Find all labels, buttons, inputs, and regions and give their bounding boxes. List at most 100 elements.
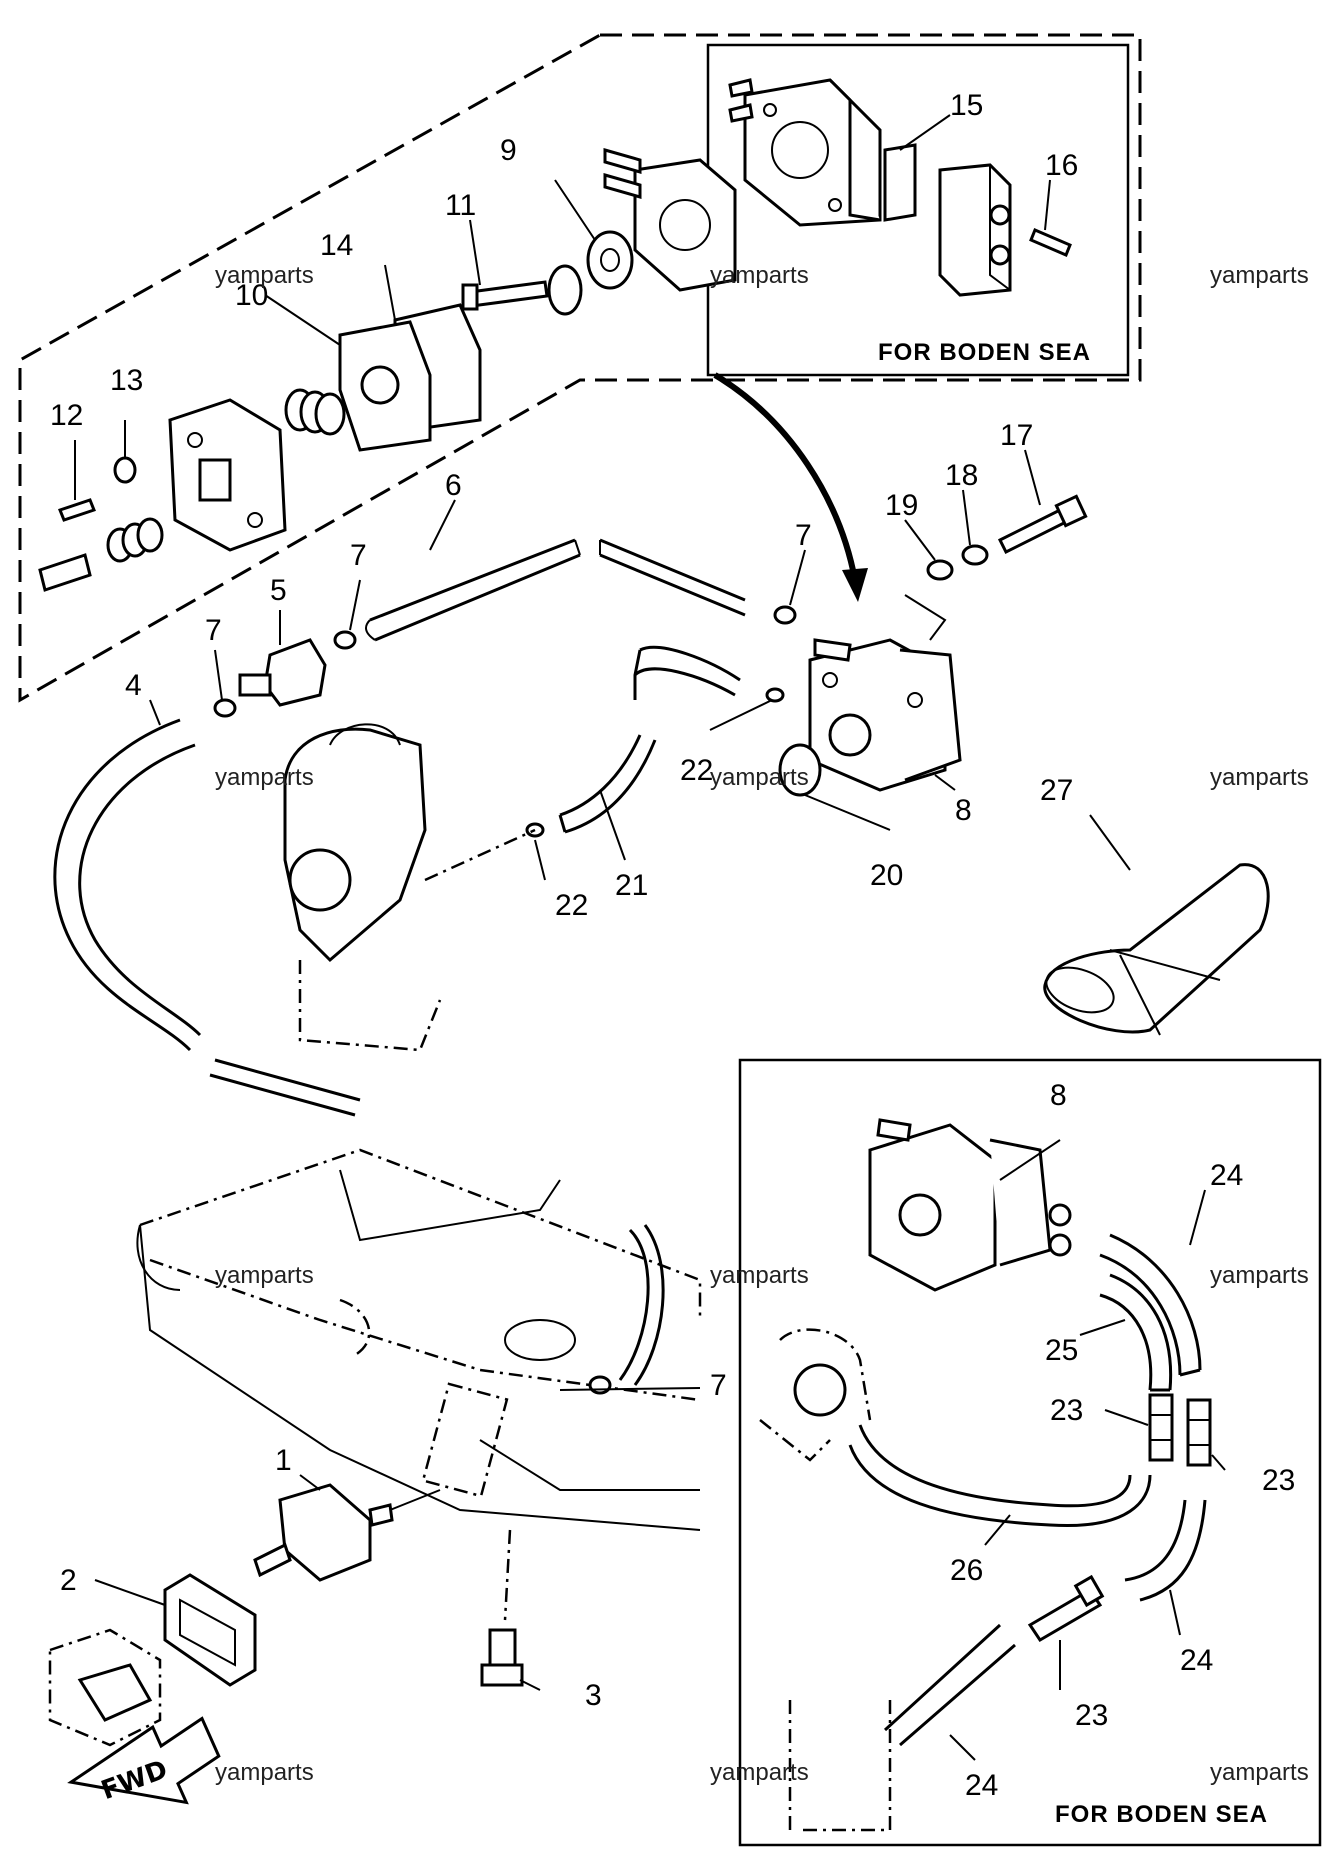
part-4-fuel-hose-lower (209, 1058, 361, 1117)
part-5-fuel-strainer (238, 638, 327, 707)
part-11-valve-screw (461, 264, 583, 316)
part-24-hose-lower (883, 1623, 1016, 1747)
callout-2: 2 (60, 1564, 77, 1597)
part-2-gasket (163, 1573, 257, 1687)
callout-12: 12 (50, 399, 83, 432)
callout-23c: 23 (1075, 1699, 1108, 1732)
part-23-connector-c (1027, 1574, 1105, 1643)
watermark-text: yamparts (215, 262, 314, 289)
part-17-bolt (997, 507, 1069, 555)
callout-15: 15 (950, 89, 983, 122)
callout-21: 21 (615, 869, 648, 902)
watermarks: yamparts yamparts yamparts yamparts yamp… (215, 262, 1309, 1786)
part-12-screw (58, 498, 96, 522)
exploded-group-outline (18, 33, 1142, 703)
pump-inlet-hose (633, 645, 741, 700)
boden-sea-arrow (713, 372, 858, 581)
part-4-fuel-hose (53, 718, 202, 1052)
fwd-arrow: FWD (67, 1716, 221, 1806)
part-7-clip-a (213, 698, 237, 718)
watermark-text: yamparts (1210, 764, 1309, 791)
callout-8b: 8 (1050, 1079, 1067, 1112)
part-19-washer (926, 559, 954, 581)
callout-numbers: 1 2 3 4 5 6 7 7 7 7 8 8 9 10 11 12 13 14… (50, 89, 1295, 1802)
callout-24c: 24 (965, 1769, 998, 1802)
part-26-hose (848, 1424, 1152, 1528)
callout-22b: 22 (680, 754, 713, 787)
part-8-fuel-pump-boden (868, 1118, 1072, 1292)
watermark-text: yamparts (710, 1759, 809, 1786)
callout-25: 25 (1045, 1334, 1078, 1367)
part-1-fuel-joint (253, 1483, 394, 1582)
callout-23b: 23 (1262, 1464, 1295, 1497)
part-15-gasket (883, 143, 917, 222)
callout-19: 19 (885, 489, 918, 522)
watermark-text: yamparts (1210, 1759, 1309, 1786)
boden-sea-label-bottom: FOR BODEN SEA (1055, 1801, 1268, 1828)
callout-13: 13 (110, 364, 143, 397)
part-9-valve-disc (586, 230, 634, 290)
callout-5: 5 (270, 574, 287, 607)
part-3-drain-screw (480, 1628, 524, 1687)
callout-24a: 24 (1210, 1159, 1243, 1192)
callout-23a: 23 (1050, 1394, 1083, 1427)
boden-sea-pump-cover (728, 78, 882, 227)
part-6-fuel-hose (369, 538, 746, 642)
fuel-connector (48, 1628, 162, 1747)
callout-10: 10 (235, 279, 268, 312)
callout-9: 9 (500, 134, 517, 167)
pump-body (168, 398, 287, 552)
callout-7d: 7 (710, 1369, 727, 1402)
part-22-clip-b (765, 687, 785, 703)
callout-7b: 7 (350, 539, 367, 572)
callout-11: 11 (445, 189, 476, 222)
callout-6: 6 (445, 469, 462, 502)
bottom-cowling (136, 1148, 702, 1621)
callout-14: 14 (320, 229, 353, 262)
callout-7a: 7 (205, 614, 222, 647)
watermark-text: yamparts (1210, 1262, 1309, 1289)
part-23-connector-a (1148, 1393, 1174, 1462)
watermark-text: yamparts (215, 1759, 314, 1786)
part-8-fuel-pump (808, 638, 962, 792)
callout-4: 4 (125, 669, 142, 702)
callout-17: 17 (1000, 419, 1033, 452)
watermark-text: yamparts (710, 262, 809, 289)
part-7-clip-b (333, 630, 357, 650)
watermark-text: yamparts (215, 764, 314, 791)
part-16-fitting (1029, 228, 1072, 257)
pump-spring (284, 388, 346, 436)
watermark-text: yamparts (710, 764, 809, 791)
part-24-hose-upper (1099, 1233, 1202, 1377)
part-7-clip-c (773, 605, 797, 625)
pump-plunger-spring (38, 517, 164, 592)
watermark-text: yamparts (710, 1262, 809, 1289)
callout-7c: 7 (795, 519, 812, 552)
callout-26: 26 (950, 1554, 983, 1587)
part-7-clip-d (588, 1375, 612, 1395)
part-18-washer (961, 544, 989, 566)
callout-3: 3 (585, 1679, 602, 1712)
boden-sea-adapter-block (938, 163, 1012, 297)
callout-24b: 24 (1180, 1644, 1213, 1677)
callout-18: 18 (945, 459, 978, 492)
callout-16: 16 (1045, 149, 1078, 182)
part-27-hose-cover (1043, 863, 1270, 1036)
watermark-text: yamparts (1210, 262, 1309, 289)
watermark-text: yamparts (215, 1262, 314, 1289)
callout-27: 27 (1040, 774, 1073, 807)
mounting-bracket (759, 1328, 892, 1832)
part-13-washer (113, 456, 137, 484)
part-21-fuel-hose (558, 734, 657, 834)
pump-cover (603, 148, 737, 292)
part-20-gasket (778, 743, 822, 797)
boden-sea-box-bottom (738, 1058, 1322, 1847)
callout-22a: 22 (555, 889, 588, 922)
callout-20: 20 (870, 859, 903, 892)
part-10-diaphragm (338, 320, 432, 452)
part-24-hose-middle (1124, 1499, 1207, 1602)
callout-1: 1 (275, 1444, 292, 1477)
carburetor (283, 723, 442, 1052)
part-23-connector-b (1186, 1398, 1212, 1467)
